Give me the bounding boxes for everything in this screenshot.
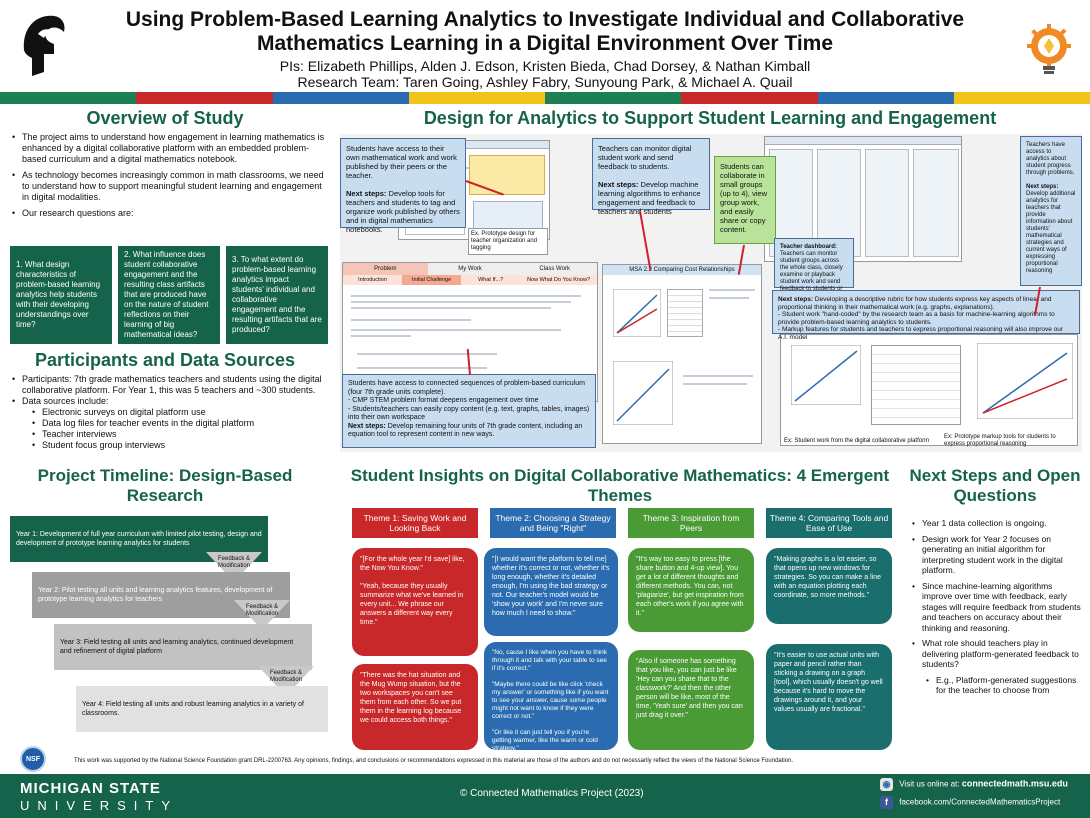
tab-problem[interactable]: Problem xyxy=(343,263,428,275)
note-teacher-dashboard: Teacher dashboard: Teachers can monitor … xyxy=(774,238,854,299)
list-item: Data sources include: xyxy=(10,396,340,407)
participants-title: Participants and Data Sources xyxy=(34,350,296,370)
acknowledgement: This work was supported by the National … xyxy=(74,758,794,764)
note-curriculum: Students have access to connected sequen… xyxy=(342,374,596,448)
list-item: The project aims to understand how engag… xyxy=(10,132,330,165)
participants-list: Participants: 7th grade mathematics teac… xyxy=(10,374,340,451)
note-student-access: Students have access to their own mathem… xyxy=(340,138,466,234)
theme-2-quote-2: "No, cause I like when you have to think… xyxy=(484,642,618,752)
research-question-3: 3. To what extent do problem-based learn… xyxy=(226,246,328,344)
timeline-title: Project Timeline: Design-Based Research xyxy=(37,466,293,505)
pointer-arrow xyxy=(639,210,652,271)
list-item: E.g., Platform-generated suggestions for… xyxy=(910,675,1082,696)
timeline-year-3: Year 3: Field testing all units and lear… xyxy=(54,624,312,670)
list-item: Electronic surveys on digital platform u… xyxy=(10,407,340,418)
theme-1-quote-2: "There was the hat situation and the Mug… xyxy=(352,664,478,750)
next-steps-list: Year 1 data collection is ongoing. Desig… xyxy=(910,518,1082,701)
graph-thumbnail xyxy=(977,343,1073,419)
tab-my-work[interactable]: My Work xyxy=(427,263,513,275)
list-item: Since machine-learning algorithms improv… xyxy=(910,581,1082,634)
list-item: What role should teachers play in delive… xyxy=(910,638,1082,670)
list-item: As technology becomes increasingly commo… xyxy=(10,170,330,203)
poster-title: Using Problem-Based Learning Analytics t… xyxy=(125,8,965,55)
tab-class-work[interactable]: Class Work xyxy=(512,263,598,275)
problem-screenshot: Problem My Work Class Work Introduction … xyxy=(342,262,598,402)
globe-icon: ◉ xyxy=(880,778,893,791)
list-item: Teacher interviews xyxy=(10,429,340,440)
msu-wordmark: MICHIGAN STATE xyxy=(20,780,161,797)
footer-bar: MICHIGAN STATE UNIVERSITY © Connected Ma… xyxy=(0,774,1090,818)
theme-4-quote-1: "Making graphs is a lot easier, so that … xyxy=(766,548,892,624)
facebook-link[interactable]: f facebook.com/ConnectedMathematicsProje… xyxy=(880,796,1060,809)
theme-2-header: Theme 2: Choosing a Strategy and Being "… xyxy=(490,508,616,538)
list-item: Student focus group interviews xyxy=(10,440,340,451)
theme-4-quote-2: "It's easier to use actual units with pa… xyxy=(766,644,892,750)
theme-1-quote-1: "[For the whole year I'd save] like, the… xyxy=(352,548,478,656)
spartan-helmet-logo xyxy=(23,15,65,76)
pis-line: PIs: Elizabeth Phillips, Alden J. Edson,… xyxy=(279,58,811,90)
subtab-introduction[interactable]: Introduction xyxy=(343,275,403,285)
list-item: Our research questions are: xyxy=(10,208,330,219)
theme-3-header: Theme 3: Inspiration from Peers xyxy=(628,508,754,538)
next-steps-title: Next Steps and Open Questions xyxy=(909,466,1081,505)
research-question-1: 1. What design characteristics of proble… xyxy=(10,246,112,344)
theme-3-quote-1: "It's way too easy to press [the share b… xyxy=(628,548,754,632)
caption-markup-tools: Ex: Prototype markup tools for students … xyxy=(944,434,1056,447)
copyright: © Connected Mathematics Project (2023) xyxy=(460,788,644,799)
website-link[interactable]: ◉ Visit us online at: connectedmath.msu.… xyxy=(880,778,1068,791)
timeline-year-4: Year 4: Field testing all units and robu… xyxy=(76,686,328,732)
list-item: Design work for Year 2 focuses on genera… xyxy=(910,534,1082,576)
theme-1-header: Theme 1: Saving Work and Looking Back xyxy=(352,508,478,538)
note-teacher-analytics: Teachers have access to analytics about … xyxy=(1020,136,1082,286)
nsf-logo: NSF xyxy=(20,746,46,772)
note-rubric: Next steps: Developing a descriptive rub… xyxy=(772,290,1080,341)
design-area: Ex. Prototype design for teacher organiz… xyxy=(340,134,1082,452)
caption-tagging: Ex. Prototype design for teacher organiz… xyxy=(468,228,548,255)
design-title: Design for Analytics to Support Student … xyxy=(423,108,997,128)
graph-thumbnail xyxy=(613,361,673,425)
graph-thumbnail xyxy=(791,345,861,405)
overview-title: Overview of Study xyxy=(86,108,244,128)
subtab-now-what[interactable]: Now What Do You Know? xyxy=(520,275,597,285)
msu-wordmark-2: UNIVERSITY xyxy=(20,798,179,813)
poster-header: Using Problem-Based Learning Analytics t… xyxy=(0,0,1090,92)
theme-2-quote-1: "[I would want the platform to tell me] … xyxy=(484,548,618,636)
facebook-icon: f xyxy=(880,796,893,809)
theme-3-quote-2: "Also if someone has something that you … xyxy=(628,650,754,750)
overview-list: The project aims to understand how engag… xyxy=(10,132,330,224)
research-question-2: 2. What influence does student collabora… xyxy=(118,246,220,344)
student-work-screenshot: MSA 2.2 Comparing Cost Relationships xyxy=(602,264,762,444)
theme-4-header: Theme 4: Comparing Tools and Ease of Use xyxy=(766,508,892,538)
graph-thumbnail xyxy=(613,289,661,337)
themes-title: Student Insights on Digital Collaborativ… xyxy=(350,466,890,505)
subtab-what-if[interactable]: What If...? xyxy=(461,275,521,285)
list-item: Data log files for teacher events in the… xyxy=(10,418,340,429)
caption-student-work: Ex: Student work from the digital collab… xyxy=(784,438,930,444)
list-item: Participants: 7th grade mathematics teac… xyxy=(10,374,340,396)
list-item: Year 1 data collection is ongoing. xyxy=(910,518,1082,529)
note-collaborate: Students can collaborate in small groups… xyxy=(714,156,776,244)
lightbulb-gear-icon xyxy=(1027,24,1071,74)
markup-screenshot xyxy=(780,334,1078,446)
color-rule xyxy=(0,92,1090,104)
subtab-initial-challenge[interactable]: Initial Challenge xyxy=(402,275,462,285)
note-teacher-monitor: Teachers can monitor digital student wor… xyxy=(592,138,710,216)
